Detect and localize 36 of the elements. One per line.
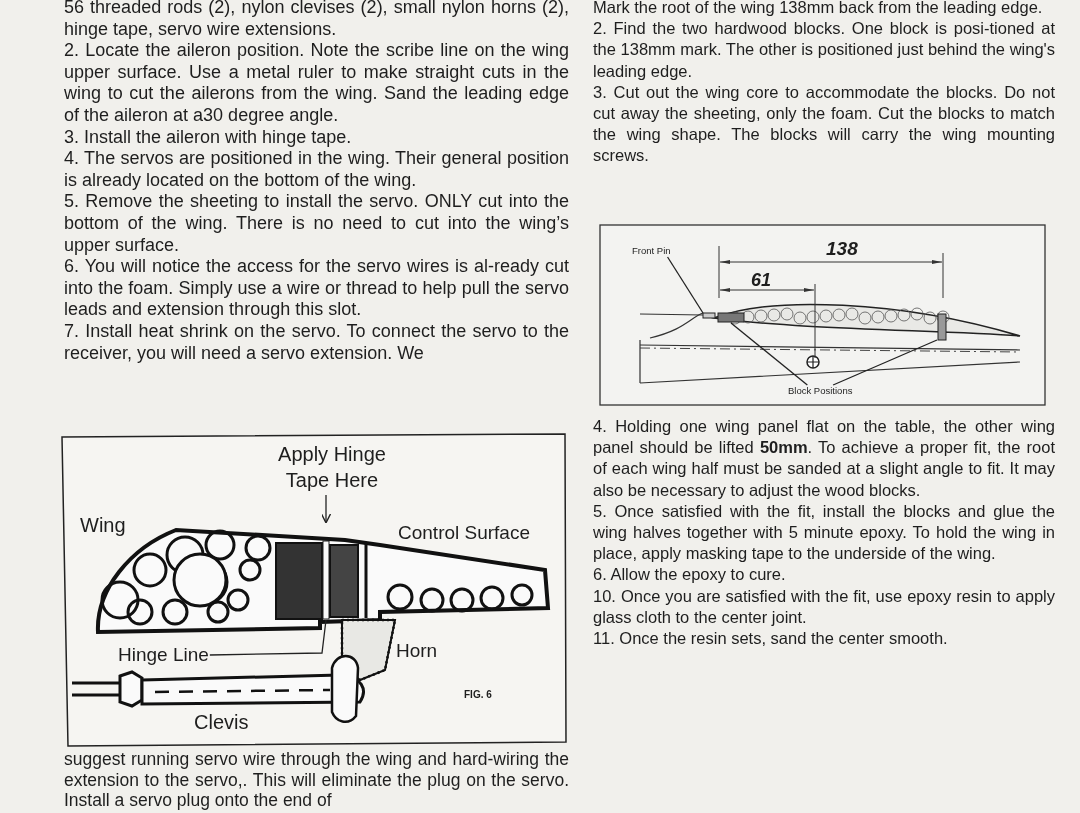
callout-label: Hinge Line: [118, 644, 209, 666]
arrow: [320, 494, 332, 524]
leader-line: [666, 256, 704, 314]
figure-number: FIG. 6: [464, 689, 492, 700]
hardwood-block: [717, 312, 745, 323]
callout-label: Block Positions: [788, 385, 853, 396]
part-label: Horn: [396, 640, 438, 662]
instruction-text: 4. Holding one wing panel flat on the table, the other wing panel should be lifted 50mm. To achieve a proper fit, the root of each wing half must be sanded at a slight angle to fit. It may also be necessary to adjust the wood blocks.: [593, 416, 1055, 501]
instruction-text: 5. Once satisfied with the fit, install the blocks and glue the wing halves together with 5 minute epoxy. To hold the wing in place, apply masking tape to the underside of the wing.: [593, 500, 1055, 565]
instruction-text: 3. Install the aileron with hinge tape.: [64, 126, 353, 149]
part-label: Wing: [80, 514, 126, 537]
instruction-text: 2. Find the two hardwood blocks. One block is posi-tioned at the 138mm mark. The other is positioned just behind the wing's leading edge.: [593, 18, 1055, 82]
instruction-text: 7. Install heat shrink on the servo. To connect the servo to the receiver, you will need a servo extension. We: [64, 320, 569, 365]
dimension-label: 61: [751, 270, 772, 291]
callout-label: Front Pin: [632, 245, 671, 256]
instruction-text: 3. Cut out the wing core to accommodate the blocks. Do not cut away the sheeting, only the foam. Cut the blocks to match the wing shape. The blocks will carry the wing mounting screws.: [593, 81, 1055, 167]
instruction-text: 5. Remove the sheeting to install the servo. ONLY cut into the bottom of the wing. There is no need to cut into the wing’s upper surface.: [64, 191, 569, 257]
callout-label: Apply Hinge Tape Here: [262, 441, 402, 493]
instruction-text: 10. Once you are satisfied with the fit, use epoxy resin to apply glass cloth to the center joint.: [593, 585, 1055, 628]
instruction-text: 56 threaded rods (2), nylon clevises (2), small nylon horns (2), hinge tape, servo wire extensions.: [64, 0, 569, 41]
instruction-text: suggest running servo wire through the wing and hard-wiring the extension to the servo,. This will eliminate the plug on the servo. Install a servo plug onto the end of: [64, 749, 569, 811]
part-label: Control Surface: [398, 522, 530, 544]
instruction-text: Mark the root of the wing 138mm back from the leading edge.: [593, 0, 1044, 18]
part-label: Clevis: [194, 711, 249, 734]
instruction-text: 4. The servos are positioned in the wing. Their general position is already located on the bottom of the wing.: [64, 148, 569, 192]
hinge-gap: [322, 540, 330, 620]
instruction-text: 11. Once the resin sets, sand the center smooth.: [593, 628, 949, 650]
instruction-text: 2. Locate the aileron position. Note the scribe line on the wing upper surface. Use a metal ruler to make straight cuts in the wing to cut the ailerons from the wing. Sand the leading edge of the aileron at a30 degree angle.: [64, 40, 569, 127]
instruction-text: 6. Allow the epoxy to cure.: [593, 564, 787, 586]
hardwood-block: [937, 313, 947, 341]
dimension-label: 138: [826, 238, 858, 260]
leader-line: [832, 339, 938, 386]
instruction-text: 6. You will notice the access for the servo wires is al-ready cut into the foam. Simply use a wire or thread to help pull the servo leads and extension through this slot.: [64, 256, 569, 321]
front-pin: [702, 312, 716, 319]
leader-line: [209, 619, 327, 656]
leader-line: [730, 322, 808, 386]
